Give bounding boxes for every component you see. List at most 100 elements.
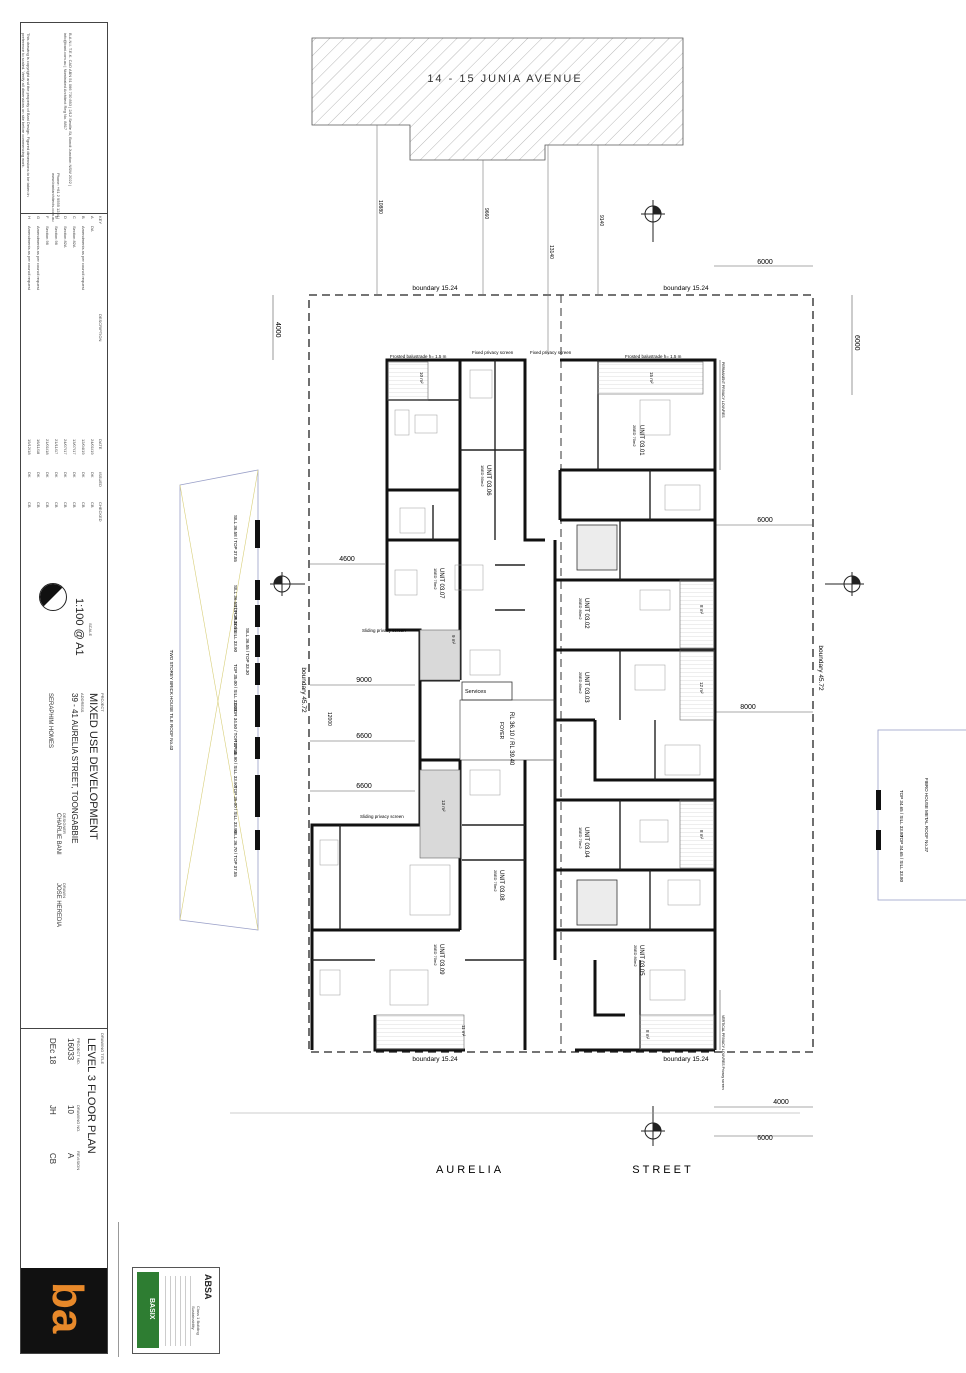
svg-text:SILL 36.55 / TOP 33.30: SILL 36.55 / TOP 33.30 bbox=[245, 628, 250, 675]
svg-text:TOP 35.90 / SILL 33.90: TOP 35.90 / SILL 33.90 bbox=[233, 740, 238, 787]
revision-row-date: 19/12/18 bbox=[27, 439, 32, 455]
section-marker-right bbox=[825, 572, 864, 596]
revision-row-checked: CB bbox=[72, 502, 77, 508]
copyright-note: This drawing is copyright and the proper… bbox=[21, 33, 31, 197]
dim-4000-bottom: 4000 bbox=[773, 1099, 789, 1106]
svg-text:2BED 80m2: 2BED 80m2 bbox=[578, 598, 583, 620]
dim-6000-right-corner: 6000 bbox=[853, 335, 860, 351]
revision-row-issued: DK bbox=[54, 472, 59, 478]
project-no-label: PROJECT NO. bbox=[76, 1038, 81, 1065]
revision-row-date: 24/07/17 bbox=[63, 439, 68, 455]
note-fixed-privacy-2: Fixed privacy screen bbox=[530, 350, 572, 355]
revision-row-date: 13/07/17 bbox=[72, 439, 77, 455]
basix-header bbox=[137, 1272, 159, 1348]
project-no: 16033 bbox=[66, 1038, 75, 1061]
revision-row-desc: DA bbox=[90, 226, 95, 232]
revision-row-desc: Section 82A bbox=[72, 226, 77, 248]
svg-text:2BED 80m2: 2BED 80m2 bbox=[578, 672, 583, 694]
dim-6000-top-right: 6000 bbox=[757, 259, 773, 266]
svg-text:SILL 36.70 / TOP 37.55: SILL 36.70 / TOP 37.55 bbox=[233, 830, 238, 877]
unit-label: UNIT 03.01 2BED 70m2 UNIT 03.06 1BED 50m… bbox=[433, 425, 644, 976]
revision-row-issued: DK bbox=[27, 472, 32, 478]
basix-stamp: BASIX ABSA Class 1 Building Sustainabili… bbox=[132, 1267, 220, 1354]
revision-row-desc: Section 82A bbox=[63, 226, 68, 248]
basix-badge: BASIX bbox=[148, 1298, 155, 1320]
revision-row-date: 21/11/17 bbox=[54, 439, 59, 455]
boundary-label-bottom-left: boundary 15.24 bbox=[412, 1056, 458, 1063]
revision-row-rev: H bbox=[27, 216, 32, 219]
svg-text:UNIT 03.03: UNIT 03.03 bbox=[583, 672, 589, 703]
dim-9000: 9000 bbox=[356, 677, 372, 684]
revision-row-issued: DK bbox=[81, 472, 86, 478]
dim-9660: 9660 bbox=[483, 208, 489, 219]
note-fixed-privacy: Fixed privacy screen bbox=[472, 350, 514, 355]
dim-4600: 4600 bbox=[339, 556, 355, 563]
svg-text:1BED 70m2: 1BED 70m2 bbox=[433, 944, 438, 966]
revision-row-issued: DK bbox=[63, 472, 68, 478]
label-services: Services bbox=[465, 689, 486, 695]
svg-text:SILL 36.58 / TOP 37.55: SILL 36.58 / TOP 37.55 bbox=[233, 515, 238, 562]
authorised-by: CB bbox=[48, 1153, 57, 1165]
svg-text:UNIT 03.06: UNIT 03.06 bbox=[485, 465, 491, 496]
address: 39 - 41 AURELIA STREET, TOONGABBIE bbox=[70, 693, 79, 844]
svg-text:13 m²: 13 m² bbox=[441, 800, 446, 812]
svg-text:9 m²: 9 m² bbox=[451, 635, 456, 645]
street-left-label: AURELIA bbox=[436, 1164, 504, 1176]
revision-row-date: 12/04/19 bbox=[81, 439, 86, 455]
balcony-area-label: 10 m² 15 m² 9 m² 8 m² 12 m² 13 m² 8 m² 1… bbox=[419, 372, 704, 1040]
svg-text:8 m²: 8 m² bbox=[645, 1030, 650, 1040]
svg-text:TOP 34.65 / SILL 33.80: TOP 34.65 / SILL 33.80 bbox=[899, 790, 904, 837]
section-marker-left bbox=[270, 572, 305, 596]
svg-text:UNIT 03.02: UNIT 03.02 bbox=[583, 598, 589, 629]
note-frosted-left: Frosted balustrade h= 1.5 m bbox=[390, 354, 447, 359]
interior-walls bbox=[312, 360, 656, 1050]
firm-info: B.A.N.I. T.E.K. CAD ABN 51 066 730 893 |… bbox=[63, 33, 73, 186]
window-level-label: SILL 36.58 / TOP 37.55 SILL 36.55 / TOP … bbox=[233, 515, 250, 877]
svg-text:10 m²: 10 m² bbox=[419, 372, 424, 384]
svg-text:8 m²: 8 m² bbox=[699, 830, 704, 840]
dim-6600-b: 6600 bbox=[356, 783, 372, 790]
revision-row-checked: CB bbox=[54, 502, 59, 508]
stair-core bbox=[576, 524, 618, 571]
revision-row-checked: CB bbox=[63, 502, 68, 508]
revision-row-desc: Amendments as per council request bbox=[81, 226, 86, 290]
dim-6000-bottom: 6000 bbox=[757, 1135, 773, 1142]
revision-row-rev: C bbox=[72, 216, 77, 219]
revision-row-issued: DK bbox=[72, 472, 77, 478]
stair-core-2 bbox=[576, 879, 618, 926]
boundary-label-right: boundary 45.72 bbox=[817, 645, 824, 691]
drawn-name: JOSE HEREDIA bbox=[55, 883, 61, 928]
dim-8000: 8000 bbox=[740, 704, 756, 711]
checked-header: CHECKED bbox=[98, 502, 103, 522]
revision-row-rev: A bbox=[90, 216, 95, 219]
svg-text:SILL 36.55 / TOP 37.55: SILL 36.55 / TOP 37.55 bbox=[233, 585, 238, 632]
scale-label: SCALE bbox=[88, 623, 93, 637]
dim-10880: 10880 bbox=[377, 200, 383, 214]
drawing-title-label: DRAWING TITLE bbox=[100, 1033, 105, 1065]
svg-text:TOP 34.65 / SILL 33.80: TOP 34.65 / SILL 33.80 bbox=[899, 835, 904, 882]
dim-6000-right-mid: 6000 bbox=[757, 517, 773, 524]
dim-4000-top: 4000 bbox=[274, 322, 281, 338]
revision-row-rev: E bbox=[54, 216, 59, 219]
scale-bar bbox=[118, 1222, 123, 1357]
address-label: ADDRESS bbox=[80, 693, 85, 713]
neighbour-junia-label: 14 - 15 JUNIA AVENUE bbox=[427, 73, 582, 85]
designer-label: DESIGNER bbox=[62, 813, 67, 834]
window-level-label-right: TOP 34.65 / SILL 33.80 TOP 34.65 / SILL … bbox=[899, 790, 904, 882]
boundary-label-top-right: boundary 15.24 bbox=[663, 285, 709, 292]
svg-text:DOOR 34.50 / TOP 37.55: DOOR 34.50 / TOP 37.55 bbox=[233, 703, 238, 755]
title-block: B.A.N.I. T.E.K. CAD ABN 51 066 730 893 |… bbox=[20, 22, 108, 1354]
issue-date: DEc 18 bbox=[48, 1038, 57, 1065]
balconies bbox=[375, 361, 715, 1050]
neighbour-junia-building bbox=[311, 37, 684, 161]
street-right-label: STREET bbox=[632, 1164, 693, 1176]
revision-row-date: 16/11/18 bbox=[36, 439, 41, 455]
north-arrow bbox=[39, 583, 67, 611]
dim-13140: 13140 bbox=[548, 245, 554, 259]
svg-text:UNIT 03.07: UNIT 03.07 bbox=[438, 568, 444, 599]
svg-text:TOP 35.50 / SILL 33.90: TOP 35.50 / SILL 33.90 bbox=[233, 605, 238, 652]
svg-text:1BED 50m2: 1BED 50m2 bbox=[480, 465, 485, 487]
svg-text:11 m²: 11 m² bbox=[461, 1025, 466, 1037]
